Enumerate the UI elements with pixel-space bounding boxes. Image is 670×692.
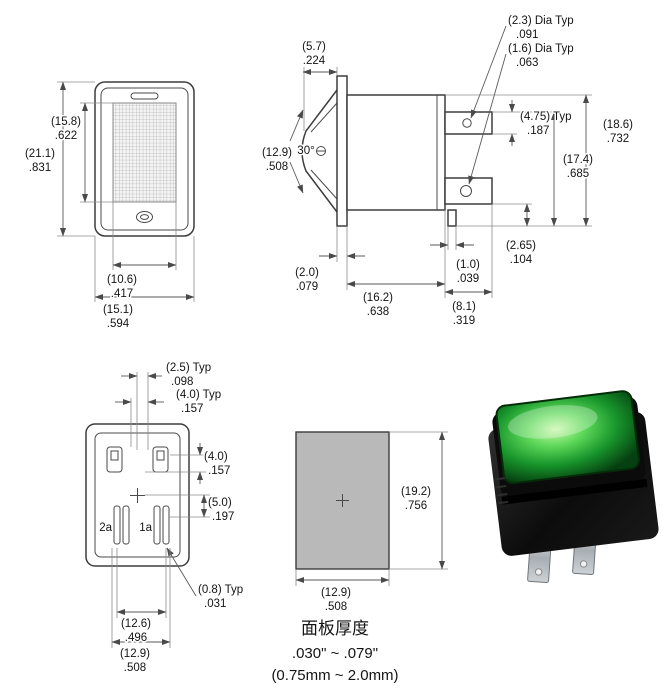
dim-rocker-width-mm: (10.6): [107, 274, 137, 286]
terminal-hole-small: [462, 118, 472, 128]
dim-terminal-span-in: .496: [125, 632, 147, 644]
dim-cutout-height-mm: (19.2): [401, 486, 431, 498]
photo-switch-body: [488, 390, 659, 556]
panel-thickness-inches: .030" ~ .079": [292, 645, 378, 662]
dim-terminal-pitch-mm: (4.0) Typ: [176, 389, 221, 401]
terminal-slot-1a-left: [153, 505, 161, 545]
terminal-view-outline: [85, 423, 190, 567]
dim-body-length-mm: (16.2): [363, 292, 393, 304]
dim-terminal-offset-mm: (2.65): [506, 240, 536, 252]
front-view: (21.1) .831 (15.8) .622 (10.6) .417 (15.…: [23, 81, 195, 332]
cutout-dimension-lines: [295, 431, 448, 586]
photo-side-ribs: [495, 477, 509, 505]
dim-lower-offset-in: .197: [212, 511, 234, 523]
front-top-slot: [130, 92, 159, 100]
dim-hole-large-mm: (2.3) Dia Typ: [508, 15, 574, 27]
dim-front-height-mm: (21.1): [25, 148, 55, 160]
dim-front-width-in: .594: [107, 318, 130, 330]
dim-body-height-in: .685: [567, 168, 589, 180]
dim-rocker-angle: 30°: [297, 145, 314, 157]
panel-thickness-title: 面板厚度: [301, 619, 369, 638]
front-lamp: [136, 211, 153, 223]
mounting-flange: [336, 75, 348, 227]
terminal-bottom: [444, 177, 493, 205]
dim-rocker-projection-in: .224: [303, 55, 326, 67]
dim-rocker-length-in: .508: [266, 161, 288, 173]
dim-upper-offset-in: .157: [208, 465, 230, 477]
dim-body-length-in: .638: [367, 306, 389, 318]
switch-front-bezel: [100, 87, 189, 231]
terminal-view: (2.5) Typ .098 (4.0) Typ .157 (4.0) .157…: [85, 361, 245, 676]
dim-terminal-thickness-mm: (0.8) Typ: [198, 584, 243, 596]
photo-rocker-highlight: [508, 405, 598, 439]
dim-cutout-height-in: .756: [405, 500, 427, 512]
dim-rocker-height-mm: (15.8): [51, 116, 81, 128]
dim-front-width-mm: (15.1): [103, 304, 133, 316]
side-rocker: [301, 89, 338, 213]
dim-hole-small-in: .063: [516, 57, 538, 69]
dim-upper-offset-mm: (4.0): [204, 451, 228, 463]
dim-rocker-width-in: .417: [111, 288, 133, 300]
front-view-outline: [94, 81, 195, 237]
dim-flange-thickness-mm: (2.0): [295, 267, 319, 279]
dim-terminal-outer-span-mm: (12.9): [120, 648, 150, 660]
dim-cutout-width-in: .508: [325, 601, 347, 613]
dim-flange-thickness-in: .079: [296, 281, 318, 293]
panel-thickness-mm: (0.75mm ~ 2.0mm): [271, 667, 398, 684]
front-view-dimension-lines: [57, 81, 195, 302]
bottom-pin: [447, 209, 457, 227]
photo-green-rocker: [495, 390, 640, 485]
dim-lower-offset-mm: (5.0): [208, 497, 232, 509]
dim-overall-height-mm: (18.6): [603, 119, 633, 131]
dim-slot-width-in: .098: [171, 376, 193, 388]
dim-cutout-width-mm: (12.9): [321, 587, 351, 599]
dim-terminal-width-in: .187: [527, 125, 549, 137]
side-view-dimension-lines: [289, 25, 592, 298]
center-mark: [130, 488, 145, 503]
dim-body-height-mm: (17.4): [563, 154, 593, 166]
terminal-view-dimension-lines: [111, 372, 210, 648]
dim-terminal-width-mm: (4.75) Typ: [520, 111, 572, 123]
dim-terminal-outer-span-in: .508: [124, 662, 146, 674]
side-view: (5.7) .224 (2.3) Dia Typ .091 (1.6) Dia …: [260, 14, 634, 329]
front-rocker-face: [112, 102, 177, 203]
side-body: [346, 94, 446, 211]
dim-front-height-in: .831: [29, 162, 51, 174]
product-photo: [488, 390, 659, 584]
dim-rocker-projection-mm: (5.7): [302, 41, 326, 53]
front-lamp-inner: [140, 214, 149, 220]
terminal-hole-large: [460, 185, 472, 197]
dim-terminal-pitch-in: .157: [181, 403, 203, 415]
dim-terminal-offset-in: .104: [510, 254, 533, 266]
panel-cutout-view: (19.2) .756 (12.9) .508 面板厚度 .030" ~ .07…: [270, 431, 448, 686]
terminal-label-2a: 2a: [99, 522, 112, 534]
terminal-slot-2a-left: [113, 505, 121, 545]
dim-terminal-length-in: .319: [453, 315, 475, 327]
photo-seam: [501, 478, 648, 505]
terminal-slot-1a-right: [162, 505, 170, 545]
dim-pin-thickness-mm: (1.0): [456, 259, 480, 271]
cutout-center-mark: [336, 494, 349, 507]
terminal-slot-2a-right: [122, 505, 130, 545]
dim-hole-large-in: .091: [516, 29, 538, 41]
dim-terminal-length-mm: (8.1): [452, 301, 476, 313]
side-view-outline: [301, 75, 493, 227]
terminal-top: [444, 111, 493, 135]
dim-terminal-span-mm: (12.6): [121, 618, 151, 630]
terminal-slot-top-left: [106, 446, 123, 473]
dim-terminal-thickness-in: .031: [204, 598, 226, 610]
dim-hole-small-mm: (1.6) Dia Typ: [508, 43, 574, 55]
dim-rocker-height-in: .622: [55, 130, 77, 142]
dim-slot-width-mm: (2.5) Typ: [166, 362, 211, 374]
dim-rocker-length-mm: (12.9): [262, 147, 292, 159]
terminal-label-1a: 1a: [139, 522, 152, 534]
dim-pin-thickness-in: .039: [457, 273, 479, 285]
dim-overall-height-in: .732: [607, 133, 629, 145]
